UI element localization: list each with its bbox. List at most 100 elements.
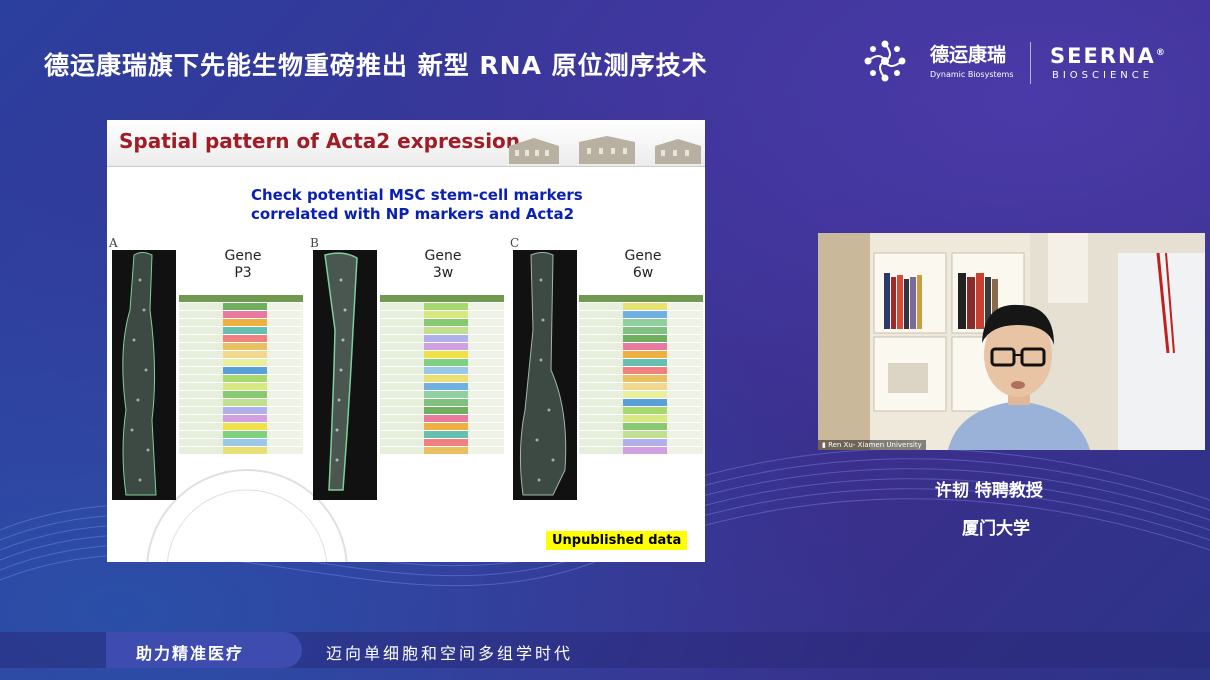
- mini-table-row: [380, 423, 504, 431]
- mini-table-row: [579, 367, 703, 375]
- mini-table-row: [579, 335, 703, 343]
- slide-subtitle-line-2: correlated with NP markers and Acta2: [251, 205, 575, 223]
- mini-table-row: [579, 375, 703, 383]
- gene-label-b: Gene 3w: [403, 248, 483, 282]
- video-caption: ▮ Ren Xu- Xiamen University: [818, 440, 926, 450]
- mini-table-row: [380, 447, 504, 455]
- mini-table-row: [179, 311, 303, 319]
- page-title: 德运康瑞旗下先能生物重磅推出 新型 RNA 原位测序技术: [44, 51, 708, 80]
- brand-logos: 德运康瑞 Dynamic Biosystems SEERNA® BIOSCIEN…: [860, 36, 1180, 92]
- mini-table-row: [579, 303, 703, 311]
- mini-table-row: [380, 303, 504, 311]
- slide-subtitle: Check potential MSC stem-cell markers co…: [251, 186, 583, 224]
- mini-table-row: [380, 399, 504, 407]
- mini-table-row: [579, 399, 703, 407]
- mini-table-row: [380, 343, 504, 351]
- mini-table-row: [380, 407, 504, 415]
- mini-table-row: [179, 415, 303, 423]
- mini-table-row: [179, 439, 303, 447]
- mini-table-row: [579, 447, 703, 455]
- logo-divider: [1030, 42, 1031, 84]
- tissue-image-c: [513, 250, 577, 500]
- mini-table-header: [579, 295, 703, 303]
- mini-table-row: [380, 431, 504, 439]
- slide-title: Spatial pattern of Acta2 expression: [119, 129, 521, 153]
- unpublished-data-badge: Unpublished data: [546, 531, 688, 550]
- mini-table-row: [380, 367, 504, 375]
- mini-table-row: [179, 447, 303, 455]
- seerna-logo: SEERNA®: [1050, 44, 1167, 68]
- gene-label-a-stage: P3: [234, 265, 252, 281]
- mini-table-row: [380, 327, 504, 335]
- mini-table-row: [179, 399, 303, 407]
- speaker-video-frame: [818, 233, 1205, 450]
- gene-label-a-title: Gene: [224, 248, 262, 264]
- university-buildings-image: [509, 136, 701, 164]
- mini-table-row: [179, 367, 303, 375]
- mini-table-row: [179, 407, 303, 415]
- speaker-name: 许韧 特聘教授: [935, 481, 1043, 501]
- panel-letter-a: A: [109, 236, 118, 250]
- brand-subtitle: BIOSCIENCE: [1052, 70, 1154, 81]
- mini-table-row: [579, 423, 703, 431]
- mini-table-row: [380, 375, 504, 383]
- mini-table-row: [380, 335, 504, 343]
- mini-table-row: [179, 327, 303, 335]
- swirl-logo-icon: [864, 40, 906, 82]
- mini-table-row: [579, 391, 703, 399]
- mini-table-row: [179, 343, 303, 351]
- mini-table-row: [380, 439, 504, 447]
- university-seal-watermark: [146, 469, 348, 562]
- mini-table-row: [179, 335, 303, 343]
- mini-table-header: [380, 295, 504, 303]
- panel-letter-b: B: [310, 236, 319, 250]
- gene-label-b-stage: 3w: [432, 265, 454, 281]
- mini-table-row: [179, 359, 303, 367]
- footer-slogan-left: 助力精准医疗: [136, 644, 245, 663]
- mini-table-row: [579, 431, 703, 439]
- presentation-slide: Spatial pattern of Acta2 expression Chec…: [107, 120, 705, 562]
- mini-table-row: [179, 351, 303, 359]
- marker-table-b: [380, 295, 504, 455]
- mini-table-row: [579, 415, 703, 423]
- speaker-affiliation: 厦门大学: [962, 519, 1030, 539]
- mini-table-row: [179, 431, 303, 439]
- mini-table-row: [380, 383, 504, 391]
- footer-slogan-right: 迈向单细胞和空间多组学时代: [326, 644, 574, 663]
- signal-icon: ▮: [822, 441, 829, 449]
- gene-label-c: Gene 6w: [603, 248, 683, 282]
- mini-table-row: [579, 439, 703, 447]
- mini-table-row: [380, 319, 504, 327]
- panel-letter-c: C: [510, 236, 520, 250]
- gene-label-c-title: Gene: [624, 248, 662, 264]
- brand-name: SEERNA: [1050, 44, 1156, 68]
- mini-table-row: [179, 375, 303, 383]
- mini-table-row: [380, 359, 504, 367]
- mini-table-row: [380, 311, 504, 319]
- marker-table-c: [579, 295, 703, 455]
- mini-table-row: [179, 391, 303, 399]
- company-name-cn: 德运康瑞: [930, 44, 1007, 66]
- gene-label-b-title: Gene: [424, 248, 462, 264]
- mini-table-row: [579, 407, 703, 415]
- mini-table-row: [380, 391, 504, 399]
- mini-table-row: [579, 319, 703, 327]
- mini-table-row: [579, 383, 703, 391]
- slide-subtitle-line-1: Check potential MSC stem-cell markers: [251, 186, 583, 204]
- mini-table-row: [579, 359, 703, 367]
- mini-table-row: [179, 383, 303, 391]
- gene-label-c-stage: 6w: [632, 265, 654, 281]
- gene-label-a: Gene P3: [203, 248, 283, 282]
- slide-header: Spatial pattern of Acta2 expression: [107, 120, 705, 167]
- footer-pill: [106, 632, 302, 668]
- video-caption-text: Ren Xu- Xiamen University: [828, 441, 922, 449]
- mini-table-row: [579, 327, 703, 335]
- mini-table-row: [380, 415, 504, 423]
- mini-table-row: [579, 311, 703, 319]
- mini-table-row: [380, 351, 504, 359]
- mini-table-row: [179, 319, 303, 327]
- marker-table-a: [179, 295, 303, 455]
- registered-mark: ®: [1155, 48, 1167, 58]
- mini-table-header: [179, 295, 303, 303]
- mini-table-row: [179, 303, 303, 311]
